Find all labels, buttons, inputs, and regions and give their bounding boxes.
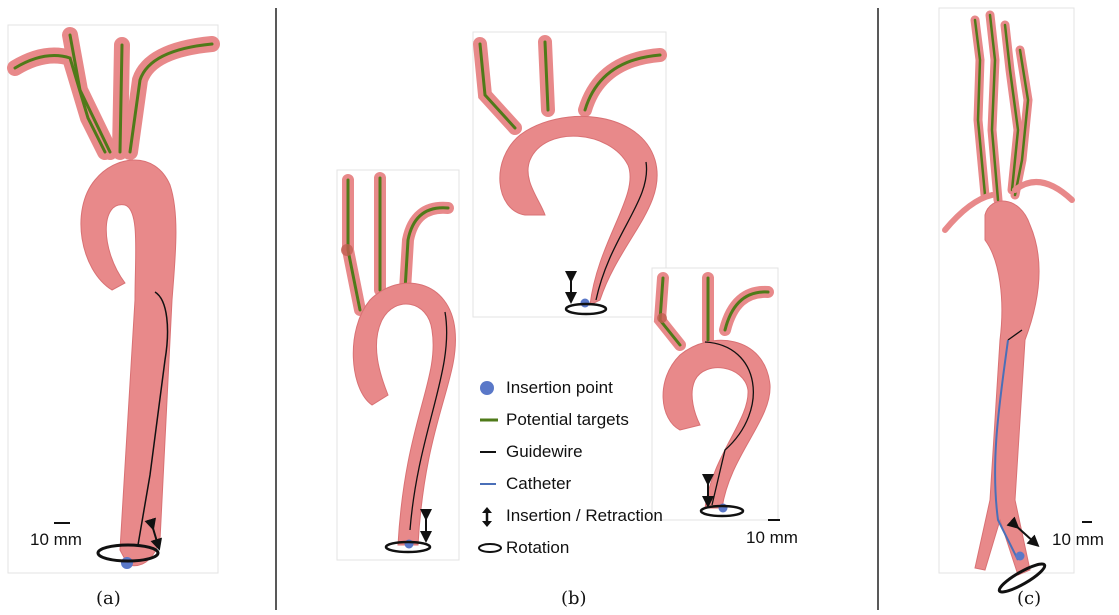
target-line-icon: [478, 410, 506, 430]
panel-c-scale-label: 10 mm: [1052, 530, 1104, 550]
legend-item-insertion-point: Insertion point: [478, 372, 663, 404]
rotation-icon: [478, 538, 506, 558]
aorta: [975, 201, 1039, 575]
insertion-point-icon: [478, 378, 506, 398]
panel-a-caption: (a): [96, 588, 121, 609]
legend-label: Catheter: [506, 474, 571, 494]
panel-c-caption: (c): [1017, 588, 1041, 609]
guidewire-line-icon: [478, 442, 506, 462]
double-arrow-icon: [478, 506, 506, 526]
legend-item-potential-targets: Potential targets: [478, 404, 663, 436]
target-path: [120, 45, 122, 152]
legend-item-guidewire: Guidewire: [478, 436, 663, 468]
legend: Insertion point Potential targets Guidew…: [478, 372, 663, 564]
insertion-point-marker: [1016, 552, 1025, 561]
legend-item-catheter: Catheter: [478, 468, 663, 500]
target-marker: [341, 244, 353, 256]
legend-label: Insertion point: [506, 378, 613, 398]
panel-b-scale-label: 10 mm: [746, 528, 798, 548]
catheter-line-icon: [478, 474, 506, 494]
legend-label: Rotation: [506, 538, 569, 558]
panel-b-caption: (b): [561, 588, 587, 609]
panel-c: [939, 8, 1092, 596]
legend-label: Guidewire: [506, 442, 583, 462]
legend-item-insertion-retraction: Insertion / Retraction: [478, 500, 663, 532]
aortic-branches: [15, 35, 212, 152]
target-marker: [657, 313, 667, 323]
panel-a-scale-label: 10 mm: [30, 530, 82, 550]
aortic-arch: [81, 160, 176, 566]
legend-item-rotation: Rotation: [478, 532, 663, 564]
insertion-point-marker: [121, 557, 133, 569]
legend-label: Potential targets: [506, 410, 629, 430]
panel-a: [8, 25, 218, 573]
legend-label: Insertion / Retraction: [506, 506, 663, 526]
